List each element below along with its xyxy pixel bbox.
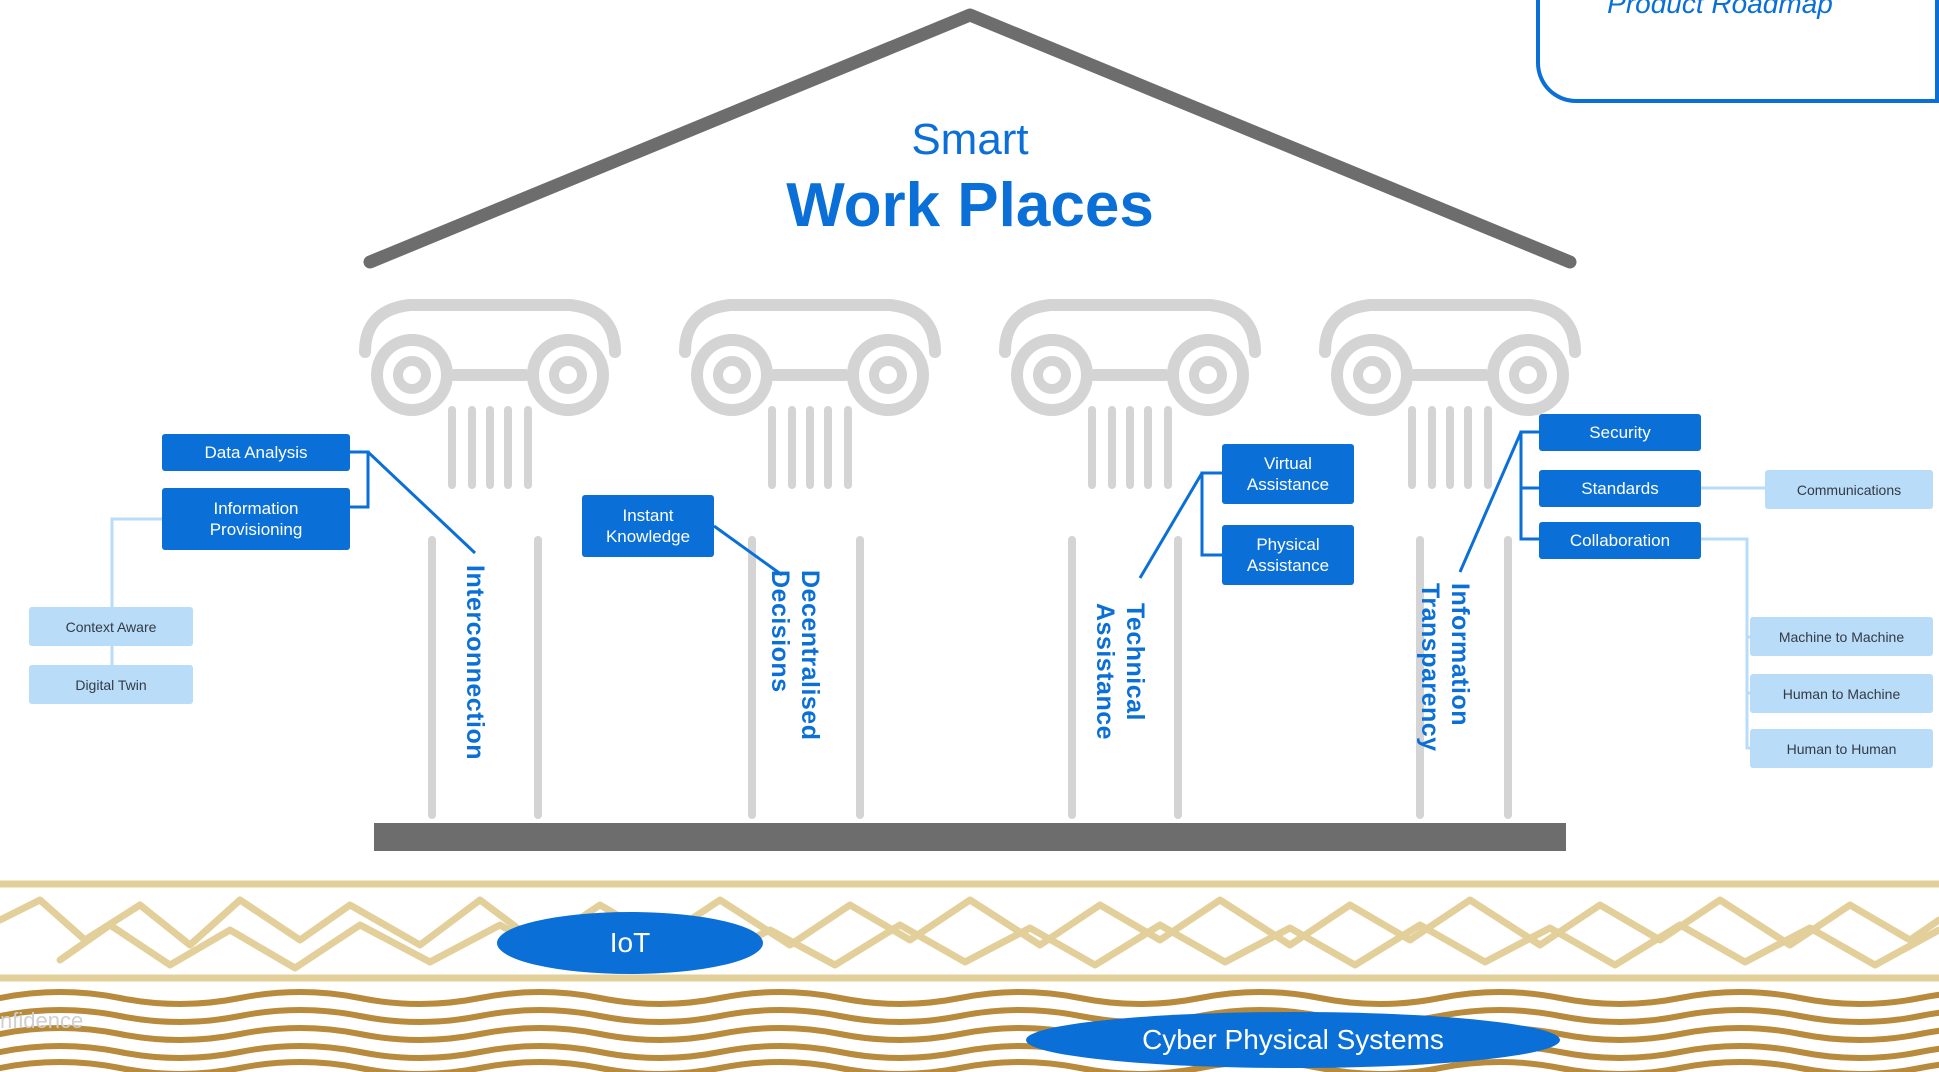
- cracked-ground: [0, 880, 1939, 982]
- box-digital-twin[interactable]: Digital Twin: [29, 665, 193, 704]
- watermark-text: nfidence: [0, 1008, 84, 1033]
- box-human-to-machine[interactable]: Human to Machine: [1750, 674, 1933, 713]
- title-work-places: Work Places: [786, 171, 1154, 240]
- pillar-2: [679, 299, 941, 819]
- box-data-analysis[interactable]: Data Analysis: [162, 434, 350, 471]
- box-physical-assistance[interactable]: Physical Assistance: [1222, 525, 1354, 585]
- base-slab: [374, 823, 1566, 851]
- box-instant-knowledge[interactable]: Instant Knowledge: [582, 495, 714, 557]
- oval-cyber-physical-systems[interactable]: Cyber Physical Systems: [1026, 1012, 1560, 1068]
- pillar-label-decentralised-decisions: Decentralised Decisions: [766, 570, 824, 741]
- connectors-secondary: [110, 486, 1765, 750]
- box-standards[interactable]: Standards: [1539, 470, 1701, 507]
- roadmap-label: Product Roadmap: [1607, 0, 1833, 19]
- box-human-to-human[interactable]: Human to Human: [1750, 729, 1933, 768]
- box-context-aware[interactable]: Context Aware: [29, 607, 193, 646]
- pillar-1: [359, 299, 621, 819]
- box-virtual-assistance[interactable]: Virtual Assistance: [1222, 444, 1354, 504]
- title-smart: Smart: [911, 115, 1029, 164]
- pillar-4: [1319, 299, 1581, 819]
- pillar-label-information-transparency: Information Transparency: [1416, 583, 1474, 752]
- pillar-3: [999, 299, 1261, 819]
- box-communications[interactable]: Communications: [1765, 470, 1933, 509]
- pillar-label-interconnection: Interconnection: [461, 565, 489, 761]
- box-machine-to-machine[interactable]: Machine to Machine: [1750, 617, 1933, 656]
- oval-iot[interactable]: IoT: [497, 912, 763, 974]
- box-information-provisioning[interactable]: Information Provisioning: [162, 488, 350, 550]
- pillar-label-technical-assistance: Technical Assistance: [1091, 603, 1149, 741]
- box-collaboration[interactable]: Collaboration: [1539, 522, 1701, 559]
- connectors-primary: [350, 430, 1539, 579]
- wavy-strata: [0, 989, 1939, 1072]
- box-security[interactable]: Security: [1539, 414, 1701, 451]
- roof: [363, 8, 1577, 269]
- roadmap-panel: Product Roadmap: [1536, 0, 1939, 103]
